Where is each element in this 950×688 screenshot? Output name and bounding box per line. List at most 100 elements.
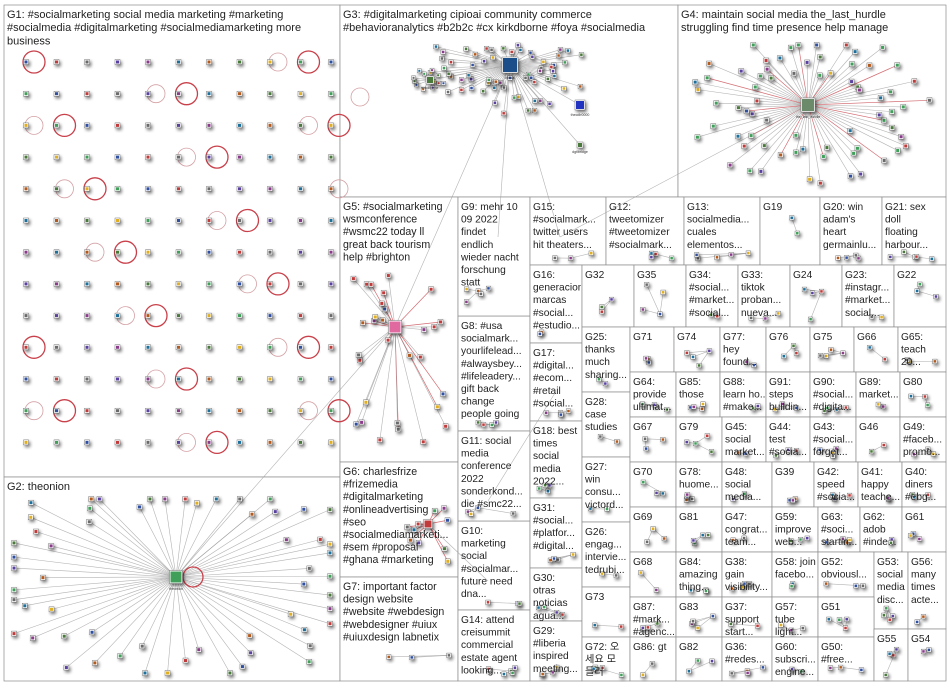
group-node [800, 625, 806, 631]
g3-node [547, 101, 553, 107]
g1-node [206, 376, 212, 382]
group-node [704, 433, 710, 439]
g1-node [236, 376, 243, 382]
group-node [853, 583, 859, 589]
g1-node [297, 154, 304, 160]
graph-edge [448, 64, 511, 75]
graph-edge [738, 104, 809, 108]
g5-node [428, 286, 434, 292]
group-node [599, 571, 605, 577]
graph-edge [175, 498, 186, 578]
g1-node [328, 59, 334, 65]
node-tag: the_last_hurdle [796, 115, 821, 119]
group-panel-g20 [819, 196, 883, 266]
g4-node [793, 132, 799, 139]
graph-edge [509, 49, 561, 66]
group-panel-g14 [457, 609, 531, 682]
group-node [888, 540, 894, 546]
g4-node [752, 84, 758, 90]
group-node [920, 648, 926, 654]
g2-node [272, 508, 278, 515]
g1-node [114, 249, 121, 255]
group-node [883, 605, 889, 611]
group-node [908, 533, 914, 539]
g1-node [206, 281, 212, 287]
graph-edge [688, 660, 713, 672]
g4-node [881, 157, 887, 164]
group-node [789, 583, 795, 589]
group-label-g66: G66 [857, 332, 877, 343]
group-label-g2: G2: theonion [7, 481, 70, 493]
group-panel-g26 [581, 521, 631, 588]
graph-edge [509, 64, 581, 146]
g2-node [249, 511, 255, 517]
self-loop [52, 399, 77, 423]
group-panel-g47 [721, 506, 773, 553]
self-loop [327, 399, 351, 423]
g3-node [486, 77, 492, 83]
g4-node [795, 42, 802, 48]
g3-node [565, 48, 571, 54]
g3-node [525, 72, 531, 77]
g1-node [328, 186, 334, 192]
self-loop [52, 113, 77, 138]
g5-node [420, 439, 426, 445]
group-node [840, 536, 846, 542]
g1-node [236, 281, 243, 287]
g5-node [381, 306, 388, 312]
group-node [869, 448, 874, 454]
g6-node [431, 508, 438, 514]
group-label-g24: G24 [793, 270, 813, 281]
g2-node [30, 635, 36, 641]
g4-node [889, 108, 895, 115]
g2-node [196, 646, 202, 653]
graph-edge [696, 252, 749, 256]
g2-node [327, 620, 333, 627]
g3-node [515, 42, 521, 48]
g1-node [175, 186, 182, 192]
g1-node [84, 408, 90, 414]
group-node [741, 535, 747, 541]
graph-edge [353, 278, 396, 328]
g2-node [11, 630, 17, 637]
g3-node [448, 59, 454, 65]
group-label-g62: G62:adob#inde... [863, 512, 896, 548]
g3-node [529, 54, 535, 60]
g1-node [84, 90, 90, 97]
group-label-g6: G6: charlesfrize#frizemedia#digitalmarke… [343, 466, 448, 566]
group-node [486, 285, 491, 291]
group-node [817, 447, 823, 453]
graph-edge [488, 668, 511, 672]
g5-node [353, 421, 359, 427]
graph-edge [807, 104, 893, 128]
g4-node [911, 78, 918, 84]
group-node [587, 506, 593, 512]
group-node [709, 449, 714, 455]
graph-edge [807, 97, 881, 106]
group-node [644, 282, 650, 288]
g2-node [267, 496, 273, 502]
g1-node [206, 122, 212, 129]
g6-node [444, 517, 451, 523]
g3-node [436, 80, 441, 86]
graph-edge [790, 47, 809, 106]
g1-node [236, 154, 243, 160]
g1-node [53, 376, 60, 382]
graph-edge [697, 104, 809, 138]
group-node [887, 617, 893, 623]
g2-node [246, 632, 253, 639]
g3-node [414, 82, 419, 88]
g1-node [206, 217, 212, 224]
graph-edge [30, 502, 177, 578]
g3-node [528, 50, 533, 56]
g2-node [28, 499, 34, 506]
graph-edge [807, 104, 885, 121]
group-node [743, 451, 749, 457]
graph-edge [810, 291, 822, 320]
group-node [926, 647, 932, 653]
group-node [791, 343, 796, 349]
g4-node [876, 112, 882, 118]
group-node [825, 405, 830, 411]
